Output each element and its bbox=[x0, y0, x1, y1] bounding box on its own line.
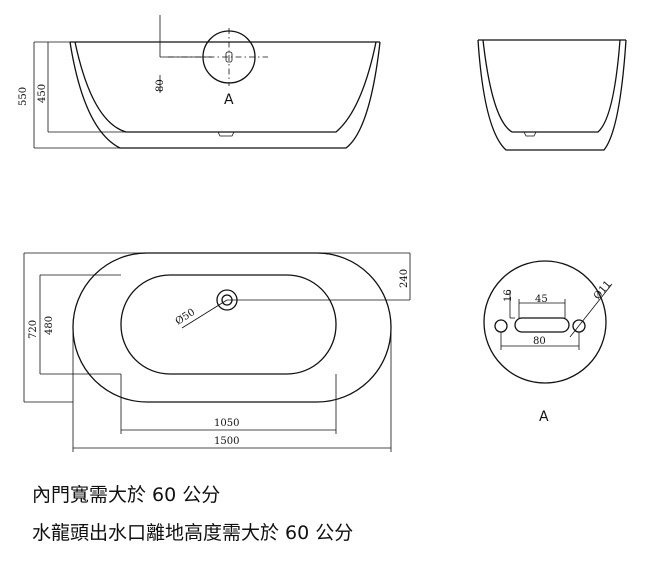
overflow-slot bbox=[514, 317, 570, 333]
caption-faucet-height: 水龍頭出水口離地高度需大於 60 公分 bbox=[32, 522, 354, 544]
dim-480: 480 bbox=[44, 316, 55, 335]
dim-1050: 1050 bbox=[214, 418, 239, 429]
side-view: A 80 550 450 bbox=[18, 15, 381, 149]
dim-hole-diameter: Ø11 bbox=[592, 279, 614, 302]
dim-45: 45 bbox=[535, 294, 548, 305]
top-view: Ø50 720 480 240 1050 1500 bbox=[23, 252, 411, 452]
bathtub-technical-drawing: A 80 550 450 Ø50 720 480 bbox=[18, 15, 627, 452]
dim-450: 450 bbox=[37, 84, 48, 103]
side-detail-label-a: A bbox=[224, 92, 234, 108]
dim-720: 720 bbox=[28, 320, 39, 339]
tub-inner-basin bbox=[120, 274, 337, 375]
end-view bbox=[477, 39, 627, 151]
detail-view-a: 16 45 80 Ø11 A bbox=[483, 260, 614, 425]
dim-1500: 1500 bbox=[214, 436, 239, 447]
dim-550: 550 bbox=[18, 87, 29, 106]
dim-16: 16 bbox=[503, 289, 514, 302]
dim-240: 240 bbox=[399, 269, 410, 288]
dim-80: 80 bbox=[155, 79, 166, 92]
dim-drain-diameter: Ø50 bbox=[174, 307, 198, 328]
caption-door-width: 內門寬需大於 60 公分 bbox=[32, 484, 221, 506]
detail-circle bbox=[483, 260, 607, 384]
detail-label-a: A bbox=[539, 409, 549, 425]
dim-80-detail: 80 bbox=[533, 336, 546, 347]
hole-left bbox=[494, 319, 508, 333]
